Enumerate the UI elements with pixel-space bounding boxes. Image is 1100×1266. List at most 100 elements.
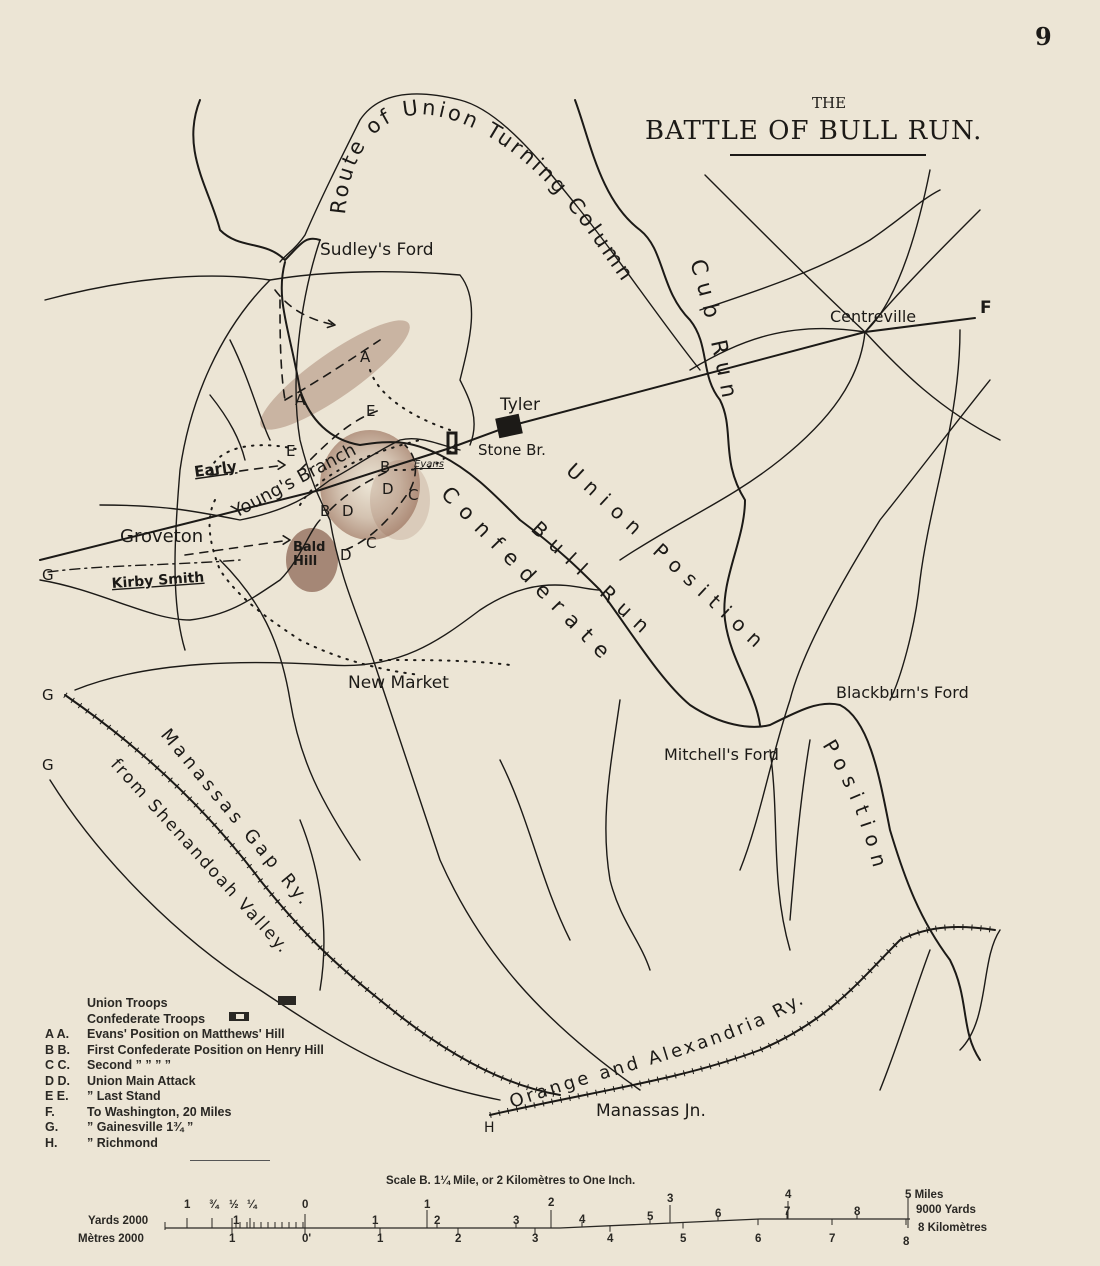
road [619,169,931,561]
scale-metres-label: Mètres 2000 [78,1233,144,1245]
early-label: Early [193,457,238,481]
matthews-hill [260,320,410,430]
scale-mile-label: ½ [229,1199,239,1211]
road [174,279,271,651]
manassas-gap-railway [64,694,561,1096]
mitchells-ford-label: Mitchell's Ford [664,745,779,764]
legend-item: E E. ” Last Stand [45,1089,324,1105]
tributary [769,739,811,951]
bald-hill-label: Bald Hill [293,540,326,569]
scale-metre-label: 1 [229,1233,236,1245]
g-marker: G [42,756,54,774]
letter-a: A [360,348,371,366]
legend-item: C C.Second ” ” ” ” [45,1058,324,1074]
legend-key: A A. [45,1027,70,1041]
legend-item: H.” Richmond [45,1136,324,1152]
bald-hill-shading [286,528,338,592]
letter-e: E [286,442,295,460]
tributary [889,329,961,701]
scale-yard-label: 8 [854,1206,861,1218]
confederate-troops-marker [446,431,458,455]
letter-e: E [366,402,375,420]
legend-text: To Washington, 20 Miles [87,1104,232,1119]
scale-metre-label: 8 [903,1236,910,1248]
legend-text: ” Last Stand [87,1089,161,1103]
railways [63,692,996,1118]
scale-line [165,1218,910,1229]
scale-km-end: 8 Kilomètres [918,1222,987,1234]
dotted-route [208,499,511,676]
orange-alexandria-text: Orange and Alexandria Ry. [507,988,806,1113]
legend-confederate-troops-label: Confederate Troops [87,1011,206,1026]
hill-shading [260,320,430,592]
road [219,559,361,861]
cub-run-text: Cub Run [684,256,734,407]
letter-c: C [408,486,418,504]
legend-item: D D.Union Main Attack [45,1074,324,1090]
tributary [39,519,321,621]
scale-mile-label: 3 [667,1193,673,1205]
g-marker: G [42,686,54,704]
scale-metre-label: 4 [607,1233,614,1245]
dotted-route [299,439,456,506]
cub-run-label: Cub Run [684,256,742,407]
scale-miles-end: 5 Miles [905,1189,943,1201]
scale-yard-label: 2 [434,1215,440,1227]
letter-c: C [366,534,376,552]
henry-hill [320,430,420,540]
h-marker: H [484,1120,495,1136]
union-troops-symbol [277,996,296,1005]
scale-mile-label: 1 [184,1199,191,1211]
legend-text: Evans' Position on Matthews' Hill [87,1027,285,1041]
scale-yards-label: Yards 2000 [88,1215,148,1227]
letter-b: B [380,458,390,476]
roads [39,169,1001,1101]
legend-text: ” Richmond [87,1135,158,1150]
scale-metre-label: 6 [755,1233,761,1245]
legend-text: Union Main Attack [87,1073,196,1088]
union-advance-dash [274,289,336,329]
scale-yards-end: 9000 Yards [916,1204,976,1216]
road [699,189,941,311]
letter-d: D [340,546,352,564]
road [295,239,641,1091]
letter-d: D [342,502,354,520]
scale-mile-label: 4 [785,1189,792,1201]
tyler-label: Tyler [499,395,540,415]
legend-item: A A. Evans' Position on Matthews' Hill [45,1027,324,1043]
scale-metre-label: 5 [680,1233,687,1245]
g-marker: G [42,566,54,584]
legend-key: B B. [45,1042,70,1057]
legend-confederate-troops: Confederate Troops [45,1011,324,1028]
scale-mile-label: 0 [302,1199,308,1211]
legend-key: E E. [45,1089,69,1103]
scale-yard-label: 3 [513,1215,519,1227]
road [44,271,475,446]
gainesville-route [47,559,241,573]
groveton-label: Groveton [120,526,203,547]
legend-item: G.” Gainesville 1¾ ” [45,1120,324,1136]
confederate-position-label: Position [818,735,894,877]
youngs-branch-stream [99,438,461,521]
henry-hill-east [370,460,430,540]
dotted-route [369,369,451,431]
letter-d: D [382,480,394,498]
kirby-smith-label: Kirby Smith [111,570,205,592]
manassas-jn-label: Manassas Jn. [596,1101,706,1121]
legend-key: C C. [45,1058,70,1072]
scale-metre-label: 2 [455,1233,461,1245]
letter-a: A [295,391,306,409]
orange-alexandria-label: Orange and Alexandria Ry. [507,988,809,1113]
route-labels: Route of Union Turning Column Cub Run Un… [106,95,894,1113]
blackburns-ford-label: Blackburn's Ford [836,683,969,702]
new-market-label: New Market [348,673,449,693]
scale-yard-label: 5 [647,1211,654,1223]
legend-item: F.To Washington, 20 Miles [45,1105,324,1121]
scale-metre-label: 1 [377,1233,384,1245]
scale-yard-label: 1 [233,1215,240,1227]
scale-title: Scale B. 1¼ Mile, or 2 Kilomètres to One… [386,1175,636,1187]
union-troops-marker [495,413,523,439]
scale-yard-label: 4 [579,1214,586,1226]
